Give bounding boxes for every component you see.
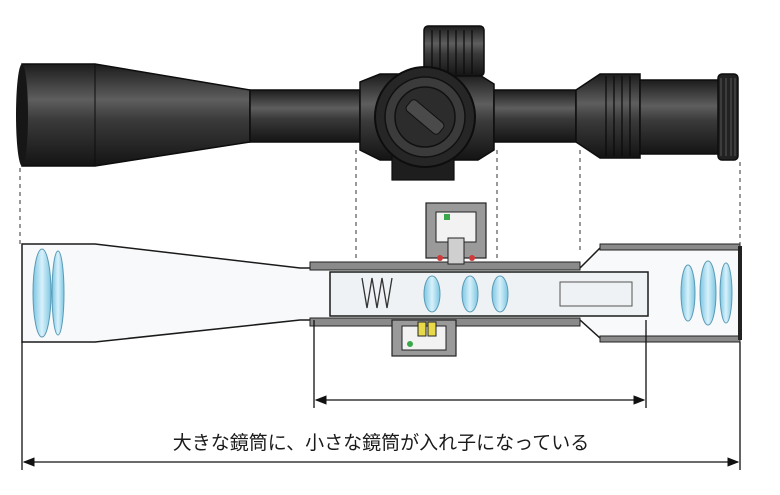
alignment-lines	[19, 150, 741, 258]
eyepiece-lenses	[680, 260, 733, 326]
objective-rim	[16, 64, 28, 166]
caption: 大きな鏡筒に、小さな鏡筒が入れ子になっている	[173, 432, 589, 454]
focus-ring	[717, 73, 739, 161]
windage-turret-section	[391, 319, 457, 357]
small-tube	[329, 271, 649, 317]
dimension-lines	[21, 320, 741, 470]
turret-housing	[359, 25, 495, 181]
riflescope-exterior	[16, 25, 739, 181]
objective-lenses	[32, 248, 65, 338]
main-tube-front	[249, 89, 361, 143]
elevation-turret-section	[425, 202, 487, 265]
eyepiece	[639, 79, 723, 155]
erector-lenses	[423, 275, 509, 313]
objective-bell	[21, 63, 251, 167]
erector-spring	[361, 277, 393, 309]
main-tube-rear	[493, 89, 577, 143]
power-ring	[575, 73, 641, 159]
riflescope-cross-section	[21, 202, 742, 357]
